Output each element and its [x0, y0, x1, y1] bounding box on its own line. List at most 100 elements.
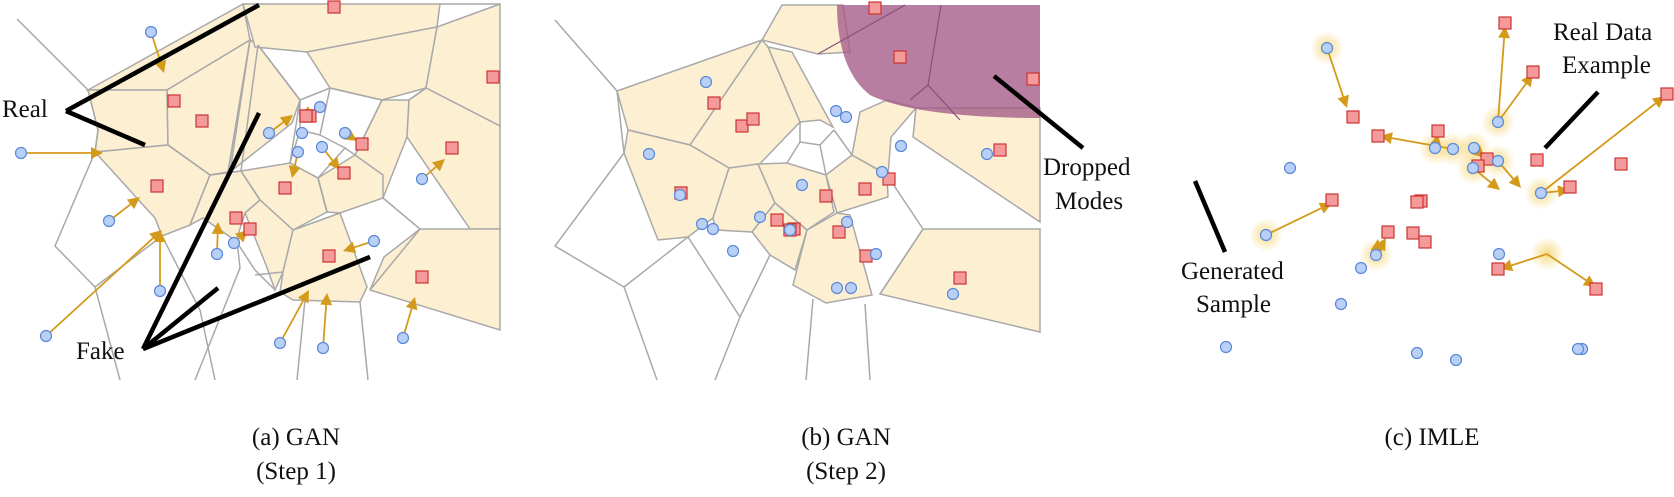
arrow-line	[279, 300, 305, 344]
generated-sample-circle-icon	[1320, 41, 1334, 55]
generated-sample-circle-icon	[291, 145, 305, 159]
real-data-square-icon	[243, 222, 257, 236]
caption-b-line1: (b) GAN	[801, 424, 891, 451]
arrow-line	[1497, 37, 1506, 123]
arrow-line	[1326, 47, 1345, 97]
generated-sample-circle-icon	[1334, 297, 1348, 311]
arrowhead-icon	[432, 159, 445, 172]
pointer-line	[1543, 90, 1600, 150]
real-data-square-icon	[327, 0, 341, 14]
real-data-square-icon	[1530, 153, 1544, 167]
annotation-label: Fake	[76, 338, 125, 365]
generated-sample-circle-icon	[14, 146, 28, 160]
generated-sample-circle-icon	[830, 281, 844, 295]
arrowhead-icon	[211, 222, 224, 235]
arrowhead-icon	[1498, 26, 1511, 39]
real-data-square-icon	[355, 137, 369, 151]
arrowhead-icon	[1486, 177, 1500, 190]
generated-sample-circle-icon	[1571, 342, 1585, 356]
generated-sample-circle-icon	[946, 287, 960, 301]
real-data-square-icon	[195, 114, 209, 128]
arrowhead-icon	[288, 164, 301, 178]
real-data-square-icon	[1498, 16, 1512, 30]
arrowhead-icon	[405, 297, 418, 311]
generated-sample-circle-icon	[102, 214, 116, 228]
real-data-square-icon	[770, 213, 784, 227]
arrowhead-icon	[1337, 94, 1349, 108]
arrowhead-icon	[327, 156, 340, 170]
generated-sample-circle-icon	[829, 104, 843, 118]
generated-sample-circle-icon	[262, 126, 276, 140]
pointer-line	[992, 74, 1085, 150]
generated-sample-circle-icon	[699, 75, 713, 89]
annotation-label: Real	[2, 96, 48, 123]
generated-sample-circle-icon	[1428, 141, 1442, 155]
generated-sample-circle-icon	[39, 329, 53, 343]
caption-b-line2: (Step 2)	[806, 458, 886, 485]
real-data-square-icon	[415, 270, 429, 284]
real-data-square-icon	[1381, 225, 1395, 239]
voronoi-edges-b	[553, 19, 924, 381]
generated-sample-circle-icon	[875, 165, 889, 179]
pointer-line	[65, 108, 146, 148]
real-data-square-icon	[1589, 282, 1603, 296]
real-data-square-icon	[858, 182, 872, 196]
real-data-square-icon	[299, 109, 313, 123]
arrow-line	[322, 304, 328, 349]
arrow-line	[1265, 207, 1322, 236]
pointer-line	[142, 254, 371, 352]
arrowhead-icon	[343, 241, 357, 254]
real-data-square-icon	[1406, 226, 1420, 240]
generated-sample-circle-icon	[273, 336, 287, 350]
generated-sample-circle-icon	[1410, 346, 1424, 360]
arrow-line	[1540, 102, 1657, 194]
real-data-square-icon	[278, 181, 292, 195]
real-data-square-icon	[993, 143, 1007, 157]
real-data-square-icon	[1431, 124, 1445, 138]
arrow-line	[1546, 253, 1587, 282]
real-data-square-icon	[1026, 72, 1040, 86]
generated-sample-circle-icon	[642, 147, 656, 161]
generated-sample-circle-icon	[1467, 141, 1481, 155]
arrow-line	[1497, 83, 1527, 123]
generated-sample-circle-icon	[415, 172, 429, 186]
generated-sample-circle-icon	[844, 281, 858, 295]
real-data-square-icon	[167, 94, 181, 108]
generated-sample-circle-icon	[726, 244, 740, 258]
real-data-square-icon	[1491, 262, 1505, 276]
arrowhead-icon	[279, 115, 293, 127]
generated-sample-circle-icon	[894, 139, 908, 153]
label-pointer-lines	[64, 3, 1600, 352]
arrowhead-icon	[297, 290, 309, 304]
real-data-square-icon	[735, 119, 749, 133]
real-data-square-icon	[1660, 87, 1674, 101]
panel-gan-step1	[14, 0, 501, 381]
real-data-square-icon	[229, 211, 243, 225]
generated-sample-circle-icon	[295, 126, 309, 140]
real-data-square-icon	[486, 70, 500, 84]
generated-sample-circle-icon	[1446, 142, 1460, 156]
dropped-modes-region	[837, 5, 1040, 118]
generated-sample-circle-icon	[227, 236, 241, 250]
generated-sample-circle-icon	[1492, 247, 1506, 261]
arrow-line	[1511, 253, 1548, 267]
real-data-square-icon	[1563, 180, 1577, 194]
arrowhead-icon	[91, 147, 103, 159]
arrow-line	[1391, 137, 1454, 150]
generated-sample-circle-icon	[840, 215, 854, 229]
generated-sample-circle-icon	[1219, 340, 1233, 354]
arrowhead-icon	[1508, 174, 1521, 188]
generated-sample-circle-icon	[313, 100, 327, 114]
real-data-square-icon	[1346, 110, 1360, 124]
generated-sample-circle-icon	[1259, 228, 1273, 242]
generated-sample-circle-icon	[1491, 115, 1505, 129]
pointer-line	[140, 112, 262, 350]
arrowhead-icon	[320, 293, 333, 306]
generated-sample-circle-icon	[980, 147, 994, 161]
panel-gan-step2	[553, 1, 1041, 381]
arrowhead-icon	[126, 197, 140, 210]
generated-sample-circle-icon	[1283, 161, 1297, 175]
generated-sample-circle-icon	[338, 126, 352, 140]
real-data-square-icon	[337, 166, 351, 180]
generated-sample-circle-icon	[695, 217, 709, 231]
